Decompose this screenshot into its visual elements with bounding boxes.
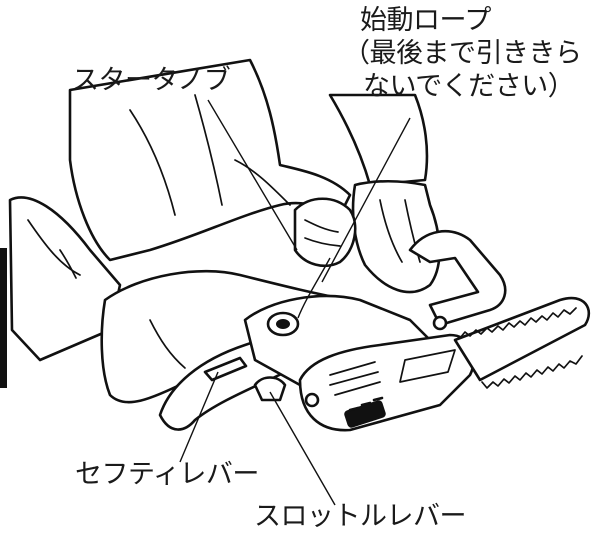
left-arm: [68, 58, 352, 262]
pulling-hand: [293, 197, 357, 267]
rope-note-line2: ないでください）: [363, 71, 575, 102]
throttle-lever-label: スロットルレバー: [254, 501, 467, 532]
starter-rope-label: 始動ロープ: [360, 5, 491, 36]
cooling-fins: [344, 396, 386, 428]
page-edge-marker: [0, 248, 7, 388]
rope-note-line1: （最後まで引ききら: [343, 38, 582, 69]
starter-rope-line: [297, 257, 331, 319]
starter-knob-label: スタータノブ: [72, 65, 231, 96]
safety-lever-label: セフティレバー: [75, 459, 259, 490]
leader-lines: [179, 99, 411, 506]
right-arm: [328, 93, 441, 294]
chainsaw: [158, 230, 591, 432]
